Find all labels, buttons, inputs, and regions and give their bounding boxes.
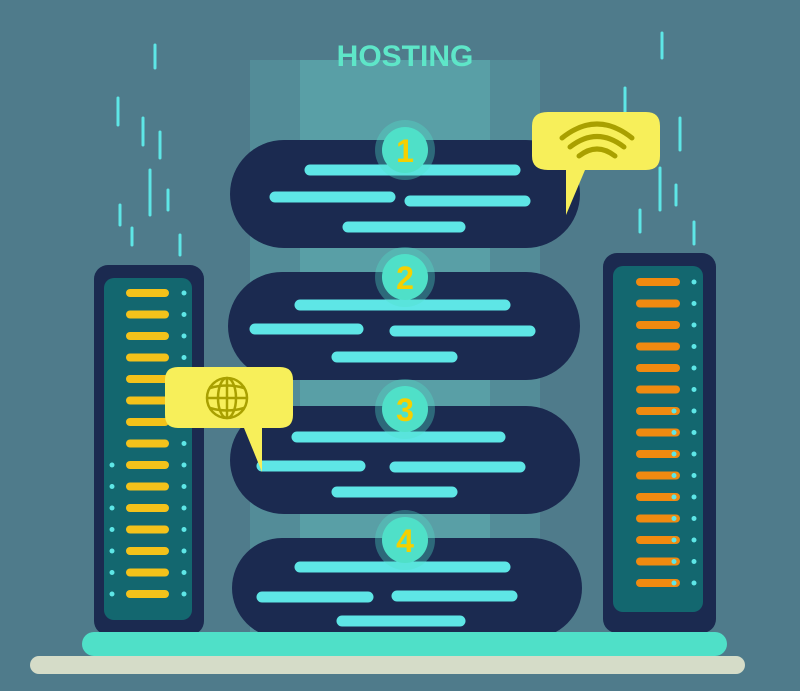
badge-1: 1 bbox=[375, 120, 435, 180]
rack-indicator-dot bbox=[691, 494, 697, 500]
rack-indicator-dot bbox=[691, 473, 697, 478]
rack-indicator-dot bbox=[691, 344, 697, 349]
server-unit-3 bbox=[230, 406, 580, 514]
badge-2: 2 bbox=[375, 247, 435, 307]
rack-indicator-dot bbox=[109, 570, 115, 575]
rack-indicator-dot bbox=[691, 322, 697, 328]
rack-indicator-dot bbox=[181, 570, 187, 575]
rack-indicator-dot bbox=[691, 559, 697, 564]
rack-indicator-dot bbox=[181, 355, 187, 360]
rack-indicator-dot bbox=[181, 484, 187, 489]
rack-indicator-dot bbox=[181, 527, 187, 532]
rack-indicator-dot bbox=[671, 516, 677, 521]
right-server-rack bbox=[603, 253, 716, 633]
badge-number: 3 bbox=[396, 392, 414, 428]
globe-icon bbox=[205, 376, 249, 420]
rack-indicator-dot bbox=[671, 494, 677, 500]
server-unit-2 bbox=[228, 272, 580, 380]
rack-indicator-dot bbox=[671, 559, 677, 564]
base-platform-bottom bbox=[30, 656, 745, 674]
badge-3: 3 bbox=[375, 379, 435, 439]
globe-bubble bbox=[165, 367, 293, 472]
rack-indicator-dot bbox=[181, 333, 187, 339]
badge-4: 4 bbox=[375, 510, 435, 570]
badge-number: 1 bbox=[396, 133, 414, 169]
wifi-icon bbox=[559, 121, 635, 159]
rack-indicator-dot bbox=[691, 516, 697, 521]
badge-number: 4 bbox=[396, 523, 414, 559]
base-platform-top bbox=[82, 632, 727, 656]
rack-indicator-dot bbox=[181, 290, 187, 296]
rack-indicator-dot bbox=[671, 408, 677, 414]
rain-dashes bbox=[116, 31, 696, 257]
rack-indicator-dot bbox=[109, 548, 115, 554]
rack-indicator-dot bbox=[181, 591, 187, 597]
rack-indicator-dot bbox=[691, 365, 697, 371]
rack-indicator-dot bbox=[109, 591, 115, 597]
rack-indicator-dot bbox=[181, 505, 187, 511]
rack-indicator-dot bbox=[671, 473, 677, 478]
rack-indicator-dot bbox=[691, 301, 697, 306]
rack-indicator-dot bbox=[109, 505, 115, 511]
rack-indicator-dot bbox=[181, 441, 187, 446]
left-server-rack bbox=[94, 265, 204, 635]
rack-indicator-dot bbox=[109, 484, 115, 489]
rack-indicator-dot bbox=[109, 462, 115, 468]
right-rack-leds bbox=[636, 278, 697, 587]
rack-indicator-dot bbox=[671, 580, 677, 586]
badge-number: 2 bbox=[396, 260, 414, 296]
rack-indicator-dot bbox=[691, 408, 697, 414]
rack-indicator-dot bbox=[691, 451, 697, 457]
page-title: HOSTING bbox=[337, 40, 474, 73]
rack-indicator-dot bbox=[181, 462, 187, 468]
left-rack-leds bbox=[109, 289, 187, 598]
server-unit-4 bbox=[232, 538, 582, 638]
rack-indicator-dot bbox=[671, 537, 677, 543]
rack-indicator-dot bbox=[671, 451, 677, 457]
rack-indicator-dot bbox=[691, 580, 697, 586]
rack-indicator-dot bbox=[691, 279, 697, 285]
rack-indicator-dot bbox=[691, 430, 697, 435]
rack-indicator-dot bbox=[691, 387, 697, 392]
wifi-bubble bbox=[532, 112, 660, 215]
rack-indicator-dot bbox=[181, 548, 187, 554]
rack-indicator-dot bbox=[671, 430, 677, 435]
rack-indicator-dot bbox=[691, 537, 697, 543]
rack-indicator-dot bbox=[181, 312, 187, 317]
rack-indicator-dot bbox=[109, 527, 115, 532]
